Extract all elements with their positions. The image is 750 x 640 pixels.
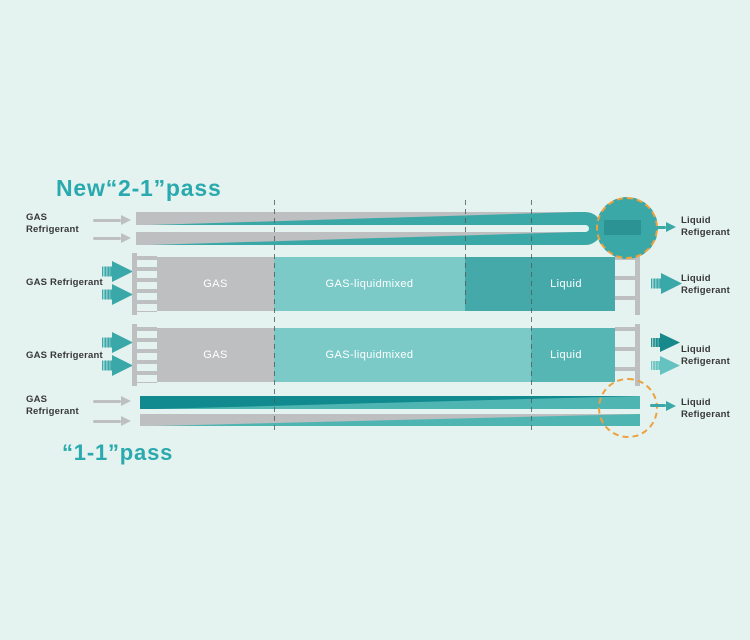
row1-liquid-refigerant-label: Liquid Refigerant	[681, 215, 730, 238]
outlet-highlight-circle	[598, 378, 658, 438]
flow-arrow-icon	[99, 355, 133, 376]
bar-section-liquid-label: Liquid	[550, 349, 582, 361]
outlet-port	[604, 220, 641, 235]
title-new-2-1-pass: New“2-1”pass	[56, 175, 222, 201]
bar-section-liquid-label: Liquid	[550, 278, 582, 290]
bar-section-liquid	[465, 257, 615, 311]
fin-ladder-rail	[132, 253, 137, 315]
flow-tube-upper	[136, 212, 577, 225]
row4-liquid-refigerant-label: Liquid Refigerant	[681, 397, 730, 420]
dashed-reference-line-3	[530, 200, 532, 433]
bar-section-gas-liquid-mixed	[274, 328, 531, 382]
flow-arrow-icon	[99, 284, 133, 305]
flow-arrow-icon	[99, 261, 133, 282]
row2-gas-refrigerant-label: GAS Refrigerant	[26, 277, 103, 288]
row3-liquid-refigerant-label: Liquid Refigerant	[681, 344, 730, 367]
fin-ladder-rungs	[137, 256, 157, 312]
fin-ladder-rail	[132, 324, 137, 386]
outlet-arrow-icon	[650, 225, 666, 229]
row1-gas-refrigerant-label: GAS Refrigerant	[26, 212, 79, 235]
phase-transition-wedge	[149, 232, 577, 245]
bar-section-gas	[157, 328, 274, 382]
flow-arrow-icon	[648, 356, 680, 375]
title-1-1-pass: “1-1”pass	[62, 440, 174, 465]
flow-arrow-icon	[99, 332, 133, 353]
flow-tube-lower	[136, 232, 577, 245]
bar-section-mixed-label: GAS-liquidmixed	[325, 278, 414, 290]
u-turn-gap	[542, 225, 589, 232]
outlet-arrow-icon	[650, 404, 666, 407]
phase-transition-wedge	[155, 414, 640, 426]
phase-transition-wedge	[155, 396, 640, 409]
bar-section-mixed-label: GAS-liquidmixed	[325, 349, 414, 361]
flow-tube-upper	[140, 396, 640, 409]
flow-tube-lower	[140, 414, 640, 426]
bar-section-gas-liquid-mixed	[274, 257, 465, 311]
inlet-arrow-icon	[93, 399, 121, 403]
inlet-arrow-icon	[93, 419, 121, 423]
row3-gas-refrigerant-label: GAS Refrigerant	[26, 350, 103, 361]
row4-gas-refrigerant-label: GAS Refrigerant	[26, 394, 79, 417]
phase-transition-wedge	[149, 212, 577, 225]
bar-section-liquid	[531, 328, 615, 382]
fin-ladder-rail	[635, 253, 640, 315]
flow-arrow-icon	[648, 273, 682, 294]
flow-arrow-icon	[648, 333, 680, 352]
inlet-arrow-icon	[93, 236, 121, 240]
bar-section-gas-label: GAS	[203, 349, 228, 361]
bar-section-gas-label: GAS	[203, 278, 228, 290]
bar-section-gas	[157, 257, 274, 311]
fin-ladder-rungs	[615, 327, 635, 383]
fin-ladder-rail	[635, 324, 640, 386]
fin-ladder-rungs	[615, 256, 635, 312]
inlet-arrow-icon	[93, 218, 121, 222]
row2-liquid-refigerant-label: Liquid Refigerant	[681, 273, 730, 296]
fin-ladder-rungs	[137, 327, 157, 383]
dashed-reference-line-2	[464, 200, 466, 304]
dashed-reference-line-1	[273, 200, 275, 433]
